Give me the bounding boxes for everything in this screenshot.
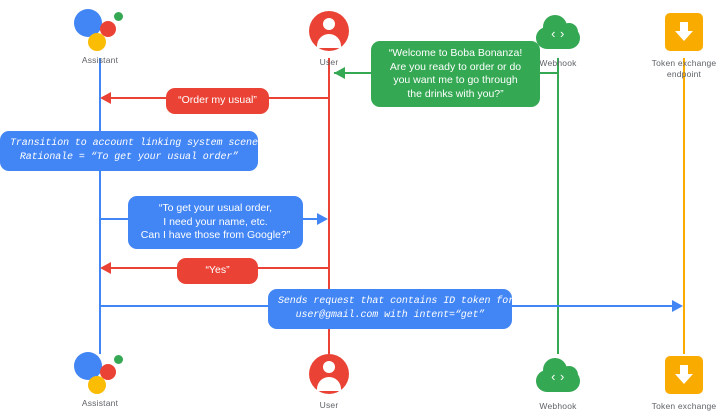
user-avatar-icon xyxy=(269,8,389,54)
note-sends-request: Sends request that contains ID token for… xyxy=(268,289,514,329)
actor-token-endpoint-top: Token exchange endpoint xyxy=(624,9,725,80)
bubble-welcome: “Welcome to Boba Bonanza! Are you ready … xyxy=(371,41,540,107)
actor-label-token-endpoint-line2: endpoint xyxy=(666,69,702,79)
cloud-code-icon: ‹ › xyxy=(498,9,618,55)
actor-user-bottom: User xyxy=(269,351,389,411)
actor-webhook-bottom: ‹ › Webhook xyxy=(498,352,618,412)
lifeline-token-endpoint xyxy=(683,58,685,354)
user-avatar-icon xyxy=(269,351,389,397)
arrow-head-order-my-usual xyxy=(100,92,111,104)
actor-label-assistant: Assistant xyxy=(81,398,119,408)
actor-token-endpoint-bottom: Token exchange endpoint xyxy=(624,352,725,413)
lifeline-webhook xyxy=(557,58,559,354)
actor-label-user: User xyxy=(319,57,339,67)
actor-label-assistant: Assistant xyxy=(81,55,119,65)
bubble-need-your-name: “To get your usual order, I need your na… xyxy=(128,196,303,249)
actor-assistant-top: Assistant xyxy=(40,6,160,66)
download-box-icon xyxy=(624,352,725,398)
google-assistant-icon xyxy=(40,349,160,395)
actor-label-token-endpoint-line1: Token exchange xyxy=(651,58,717,68)
arrow-head-sends-request xyxy=(672,300,683,312)
bubble-yes: “Yes” xyxy=(177,258,258,284)
code-brackets-glyph: ‹ › xyxy=(551,369,565,384)
arrow-head-welcome xyxy=(334,67,345,79)
download-box-icon xyxy=(624,9,725,55)
arrow-head-need-your-name xyxy=(317,213,328,225)
actor-webhook-top: ‹ › Webhook xyxy=(498,9,618,69)
google-assistant-icon xyxy=(40,6,160,52)
arrow-head-yes xyxy=(100,262,111,274)
lifeline-user xyxy=(328,58,330,354)
actor-label-user: User xyxy=(319,400,339,410)
actor-user-top: User xyxy=(269,8,389,68)
actor-label-webhook: Webhook xyxy=(539,58,577,68)
actor-assistant-bottom: Assistant xyxy=(40,349,160,409)
actor-label-token-endpoint-line1: Token exchange xyxy=(651,401,717,411)
actor-label-webhook: Webhook xyxy=(539,401,577,411)
cloud-code-icon: ‹ › xyxy=(498,352,618,398)
note-transition-to-account-linking: Transition to account linking system sce… xyxy=(0,131,264,171)
code-brackets-glyph: ‹ › xyxy=(551,26,565,41)
bubble-order-my-usual: “Order my usual” xyxy=(166,88,269,114)
lifeline-assistant xyxy=(99,58,101,354)
